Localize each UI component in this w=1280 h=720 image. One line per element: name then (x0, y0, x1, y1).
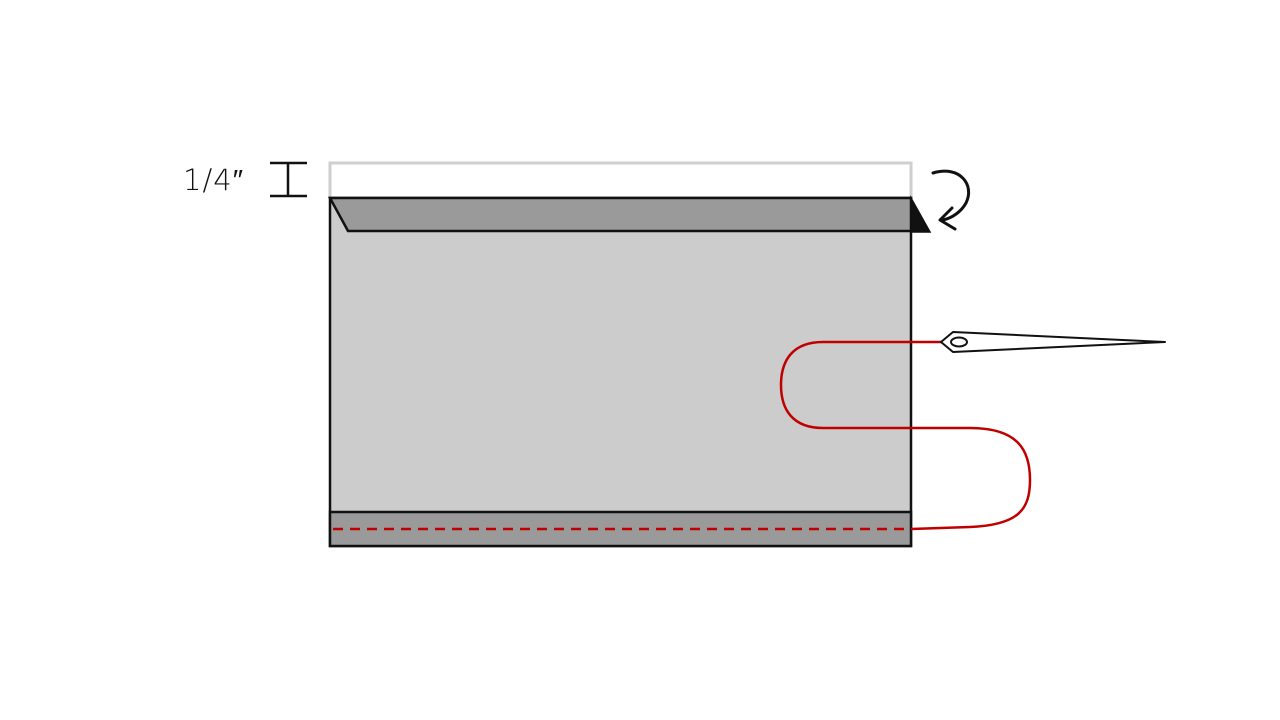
fabric-panel (328, 196, 913, 548)
bottom-hem-band (328, 510, 913, 548)
hem-measurement-label: 1/4″ (183, 163, 244, 197)
measurement-bracket (270, 161, 307, 198)
unfolded-edge-outline (328, 161, 913, 200)
fold-corner-wedge (910, 195, 932, 233)
thread-loop (779, 340, 1032, 531)
sewing-needle-icon (940, 331, 1166, 353)
curved-fold-arrow-icon (931, 169, 971, 231)
top-folded-hem (327, 196, 913, 233)
